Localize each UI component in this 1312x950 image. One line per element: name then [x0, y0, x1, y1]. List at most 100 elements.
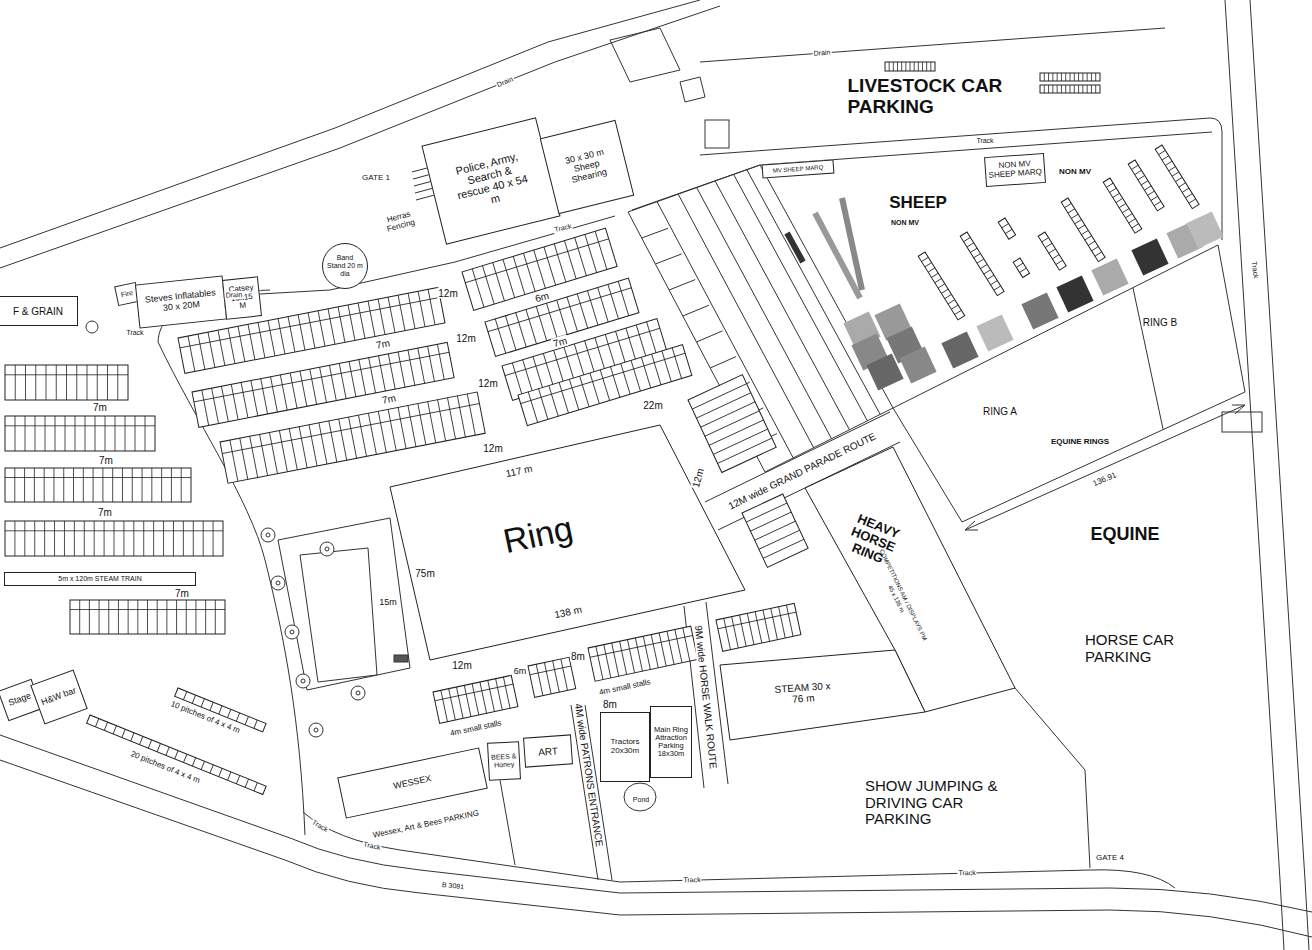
- stall-line: [516, 313, 527, 347]
- stall-line: [35, 365, 36, 400]
- stall-line: [750, 512, 791, 531]
- stall-line: [93, 468, 94, 502]
- area-text: Stage: [7, 691, 32, 708]
- stall-line: [5, 530, 223, 531]
- stall-line: [24, 521, 25, 556]
- stall-line: [449, 689, 456, 720]
- stall-line: [378, 299, 385, 334]
- map-label: Track: [682, 876, 701, 884]
- map-label: Track: [1250, 260, 1260, 280]
- stall-line: [320, 367, 327, 402]
- stall-line: [348, 305, 355, 340]
- map-label: 12m: [690, 466, 706, 490]
- stall-line: [175, 751, 178, 759]
- map-label: 15m: [378, 598, 398, 608]
- stall-line: [530, 666, 571, 675]
- stall-line: [1042, 238, 1049, 242]
- map-label: 7m: [97, 507, 113, 518]
- stall-line: [672, 348, 681, 379]
- stall-line: [115, 416, 116, 451]
- stall-line: [935, 279, 942, 283]
- pen-bar: [787, 233, 803, 262]
- stall-line: [85, 416, 86, 451]
- area-text: Fire: [120, 289, 133, 299]
- stall-line: [631, 360, 640, 391]
- stall-line: [236, 775, 239, 783]
- arena-frame: [278, 518, 410, 690]
- tree-symbol: [290, 630, 294, 634]
- stall-line: [667, 631, 674, 664]
- pen-square: [1056, 275, 1093, 312]
- stall-line: [250, 436, 258, 477]
- stall-line: [1061, 85, 1062, 93]
- stall-line: [1110, 188, 1117, 192]
- tree-symbol: [351, 686, 365, 700]
- stall-line: [889, 62, 890, 71]
- area-text: H&W bar: [39, 686, 80, 709]
- stall-line: [1175, 177, 1182, 181]
- stall-line: [70, 609, 225, 610]
- stall-line: [1154, 201, 1161, 205]
- area-box: WESSEX: [337, 747, 488, 818]
- stall-line: [724, 618, 731, 649]
- stall-line: [755, 612, 762, 643]
- stall-line: [611, 367, 620, 398]
- stall-line: [258, 322, 265, 357]
- stall-line: [1125, 214, 1132, 218]
- stall-line: [261, 379, 268, 414]
- stall-line: [280, 375, 287, 410]
- stall-line: [612, 643, 619, 676]
- stall-line: [1119, 203, 1126, 207]
- stall-line: [1071, 214, 1078, 218]
- field-boundary: [500, 780, 515, 865]
- stall-outline: [998, 218, 1015, 239]
- stall-line: [203, 521, 204, 556]
- stall-line: [636, 325, 647, 359]
- stall-row: [742, 494, 808, 567]
- tree-symbol: [356, 691, 360, 695]
- stall-outline: [885, 62, 935, 71]
- stall-line: [208, 332, 215, 367]
- stall-line: [534, 250, 546, 288]
- stall-row: [528, 657, 576, 697]
- stall-line: [251, 381, 258, 416]
- stall-line: [493, 263, 505, 301]
- stall-outline: [960, 232, 1004, 296]
- stall-row: [5, 468, 191, 502]
- stall-line: [987, 275, 994, 279]
- stall-line: [192, 758, 195, 766]
- stall-line: [269, 432, 277, 473]
- stall-line: [557, 300, 568, 334]
- stall-line: [408, 350, 415, 385]
- stall-line: [984, 270, 991, 274]
- stall-line: [577, 294, 588, 328]
- stall-line: [418, 348, 425, 383]
- equine-rings-area: [893, 245, 1245, 522]
- map-label: B 3081: [441, 881, 466, 891]
- building-outline: [610, 28, 680, 82]
- stall-line: [1075, 220, 1082, 224]
- stall-line: [299, 427, 307, 468]
- map-label: Track: [975, 137, 994, 145]
- stall-line: [186, 600, 187, 634]
- stall-line: [561, 659, 568, 690]
- area-text: Band Stand 20 m dia: [327, 254, 363, 277]
- stall-line: [1113, 193, 1120, 197]
- stall-line: [1087, 73, 1088, 81]
- stall-line: [1056, 260, 1063, 264]
- stall-line: [585, 341, 596, 375]
- stall-line: [95, 416, 96, 451]
- stall-line: [84, 521, 85, 556]
- stall-line: [732, 617, 739, 648]
- stall-line: [747, 613, 754, 644]
- stall-line: [183, 692, 186, 700]
- stall-line: [544, 247, 556, 285]
- stall-line: [99, 600, 100, 634]
- map-label: NON MV: [1058, 168, 1092, 177]
- stall-line: [746, 503, 787, 522]
- stall-line: [408, 293, 415, 328]
- stall-line: [1057, 73, 1058, 81]
- stall-line: [580, 376, 589, 407]
- stall-line: [254, 720, 257, 728]
